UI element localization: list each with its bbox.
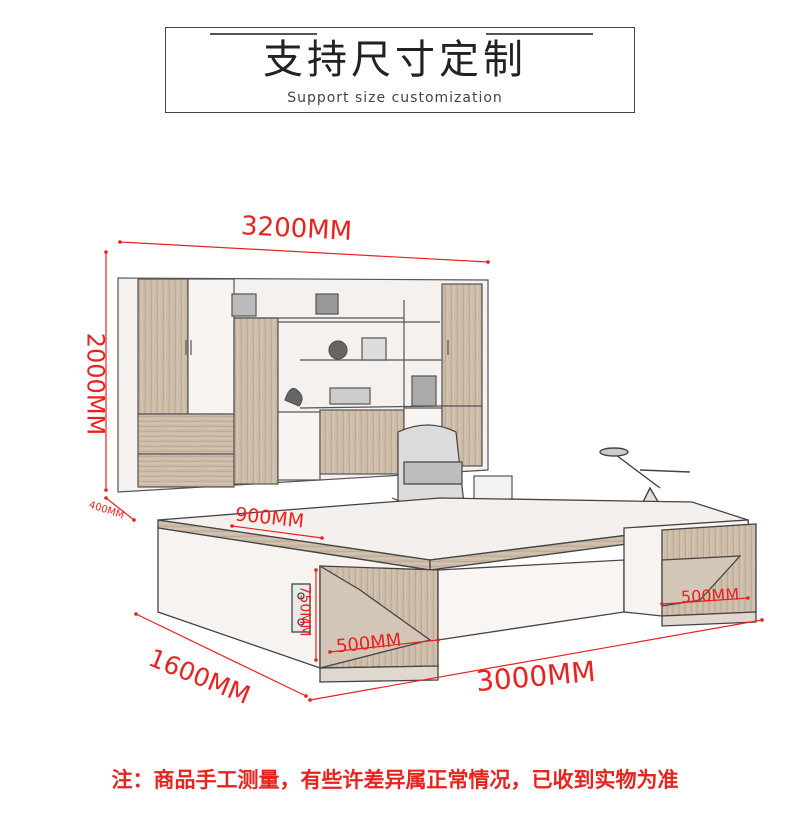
title-rule-right [486, 33, 593, 35]
title-box [165, 27, 635, 113]
dimension-side-right-width: 500MM [680, 584, 740, 607]
dimension-cabinet-height: 2000MM [81, 332, 110, 436]
title-rule-left [210, 33, 317, 35]
bookcase-illustration [117, 277, 489, 493]
page-subtitle: Support size customization [287, 90, 503, 106]
chair-illustration [391, 424, 465, 510]
page-title: 支持尺寸定制 [263, 37, 527, 83]
dimension-lines [104, 240, 764, 702]
dimension-cabinet-width: 3200MM [240, 211, 353, 247]
dimension-desk-height: 750MM [296, 585, 313, 637]
measurement-note: 注：商品手工测量，有些许差异属正常情况，已收到实物为准 [111, 768, 679, 792]
